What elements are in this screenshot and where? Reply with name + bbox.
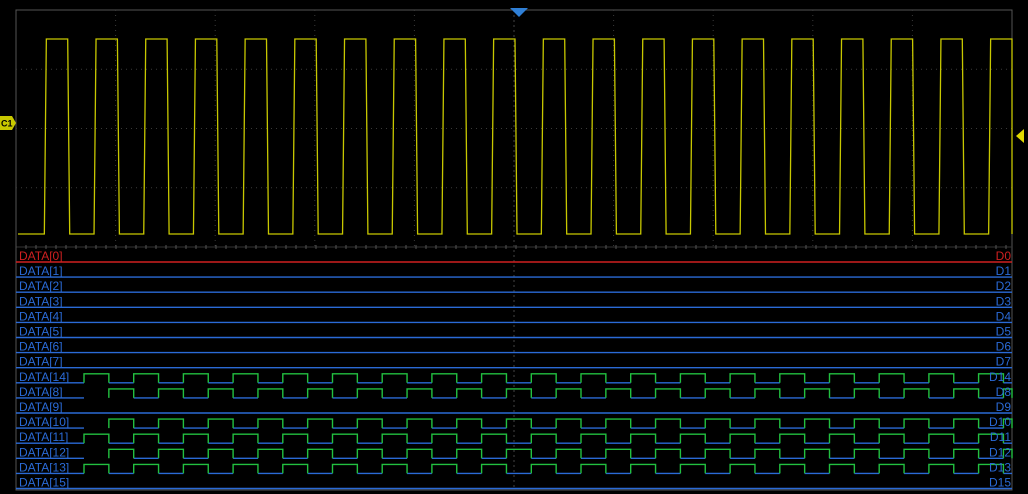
digital-channel-name: DATA[3]: [19, 294, 63, 308]
digital-channel-name: DATA[15]: [19, 476, 69, 490]
digital-channel-tag: D11: [990, 430, 1011, 444]
digital-trace-d10-high: [108, 418, 1013, 429]
digital-channel-name: DATA[5]: [19, 325, 63, 339]
digital-trace-d14-high: [83, 373, 1005, 383]
digital-channel-name: DATA[2]: [19, 279, 63, 293]
digital-channel-name: DATA[4]: [19, 309, 63, 323]
digital-channel-name: DATA[1]: [19, 264, 63, 278]
digital-channel-name: DATA[8]: [19, 385, 63, 399]
digital-channel-name: DATA[10]: [19, 415, 69, 429]
digital-channel-name: DATA[6]: [19, 340, 63, 354]
digital-channel-name: DATA[0]: [19, 249, 63, 263]
digital-channel-name: DATA[11]: [19, 430, 68, 444]
digital-channel-tag: D13: [989, 460, 1011, 474]
digital-trace-d11-high: [83, 433, 1005, 444]
trigger-position-marker[interactable]: [510, 8, 528, 17]
digital-channel-tag: D4: [996, 309, 1012, 323]
digital-channel-tag: D0: [996, 249, 1012, 263]
digital-channel-tag: D8: [996, 385, 1012, 399]
channel-1-label: C1: [1, 119, 13, 129]
digital-channel-name: DATA[9]: [19, 400, 63, 414]
digital-channel-tag: D3: [996, 294, 1012, 308]
digital-channel-tag: D6: [996, 340, 1012, 354]
digital-channel-tag: D12: [989, 445, 1011, 459]
digital-channel-name: DATA[7]: [19, 355, 63, 369]
analog-channel-1-trace: [18, 38, 1013, 235]
digital-channel-tag: D9: [996, 400, 1012, 414]
digital-channel-tag: D7: [996, 355, 1012, 369]
digital-channel-name: DATA[13]: [19, 460, 69, 474]
digital-trace-d13-high: [83, 463, 1005, 474]
trigger-level-marker[interactable]: [1016, 129, 1024, 143]
digital-channel-tag: D1: [996, 264, 1012, 278]
channel-1-marker[interactable]: [0, 116, 16, 130]
digital-trace-d8-high: [108, 388, 1013, 398]
digital-channel-tag: D2: [996, 279, 1012, 293]
digital-channel-name: DATA[12]: [19, 445, 69, 459]
digital-trace-d12-high: [108, 448, 1013, 459]
digital-channel-name: DATA[14]: [19, 370, 69, 384]
digital-channel-tag: D10: [989, 415, 1011, 429]
digital-channel-tag: D14: [989, 370, 1011, 384]
digital-channel-tag: D5: [996, 325, 1012, 339]
digital-channel-tag: D15: [989, 476, 1011, 490]
